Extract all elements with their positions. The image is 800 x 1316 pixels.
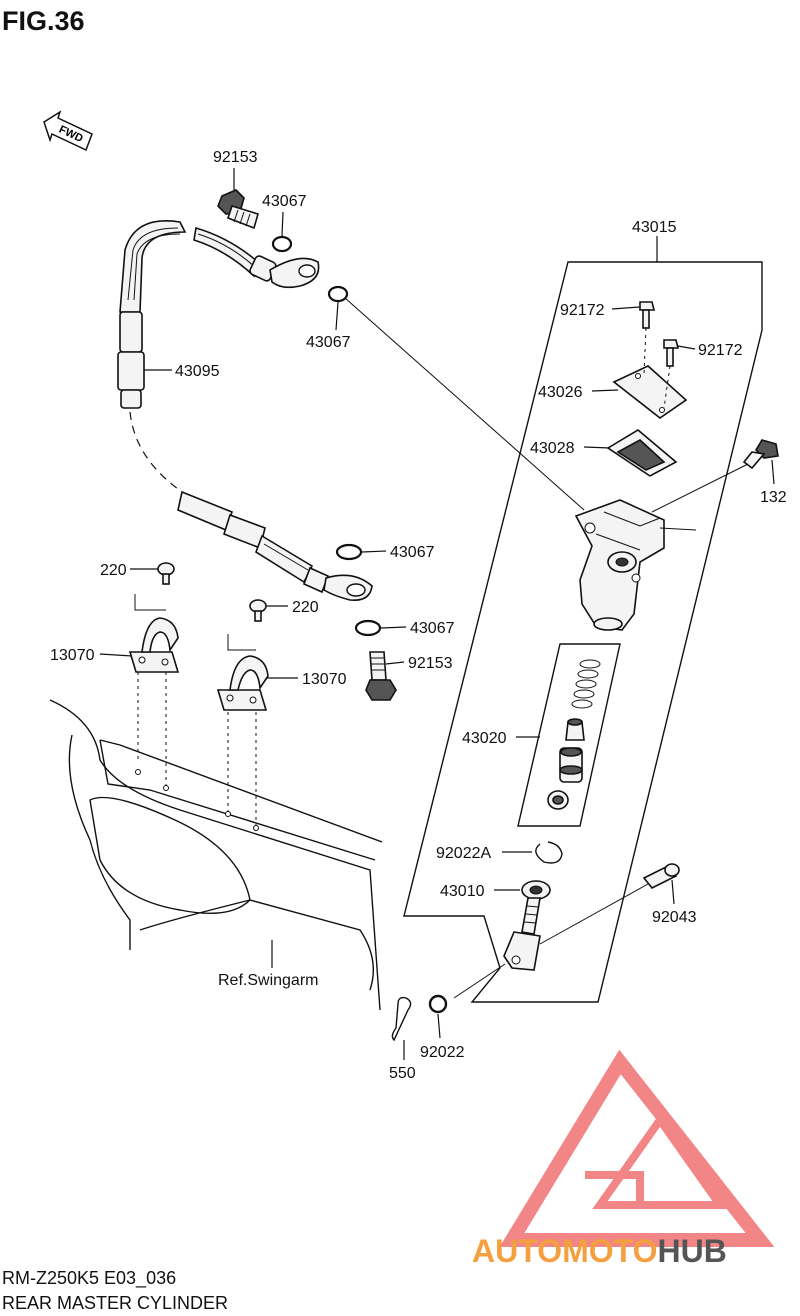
callout-43095: 43095 bbox=[175, 363, 220, 380]
watermark-text: AUTOMOTOHUB bbox=[472, 1233, 727, 1269]
screw-220-b bbox=[249, 599, 267, 622]
brake-hose bbox=[117, 220, 373, 602]
piston-spring bbox=[571, 659, 601, 709]
callout-92022A: 92022A bbox=[436, 845, 491, 862]
banjo-bolt-top bbox=[217, 189, 259, 230]
pin-92043 bbox=[642, 863, 680, 890]
washer-43067-a bbox=[271, 235, 293, 253]
callout-43020: 43020 bbox=[462, 730, 507, 747]
callout-43067-b: 43067 bbox=[306, 334, 351, 351]
callout-43067-c: 43067 bbox=[390, 544, 435, 561]
callout-550: 550 bbox=[389, 1065, 416, 1082]
assembly-outline-43015 bbox=[403, 261, 763, 1003]
callout-43015: 43015 bbox=[632, 219, 677, 236]
hose-clamp-a bbox=[128, 617, 180, 673]
washer-92022 bbox=[428, 994, 448, 1014]
ref-swingarm-label: Ref.Swingarm bbox=[218, 972, 318, 989]
push-rod bbox=[503, 880, 551, 971]
piston-cup bbox=[565, 718, 585, 741]
callout-220-a: 220 bbox=[100, 562, 127, 579]
reservoir-cap bbox=[612, 365, 688, 419]
piston bbox=[559, 747, 583, 783]
callout-92172-a: 92172 bbox=[560, 302, 605, 319]
washer-43067-c bbox=[335, 543, 363, 561]
washer-43067-b bbox=[327, 285, 349, 303]
watermark-logo bbox=[499, 1049, 775, 1247]
figure-title: FIG.36 bbox=[2, 6, 85, 36]
section-title: REAR MASTER CYLINDER bbox=[2, 1293, 228, 1313]
callout-220-b: 220 bbox=[292, 599, 319, 616]
hose-clamp-b bbox=[216, 655, 269, 711]
fwd-arrow-icon: FWD bbox=[43, 110, 93, 152]
callout-92043: 92043 bbox=[652, 909, 697, 926]
piston-kit-outline bbox=[517, 643, 621, 827]
callout-43028: 43028 bbox=[530, 440, 575, 457]
callout-43067-d: 43067 bbox=[410, 620, 455, 637]
callout-43067-a: 43067 bbox=[262, 193, 307, 210]
cotter-pin-550 bbox=[391, 996, 412, 1042]
callout-43010: 43010 bbox=[440, 883, 485, 900]
callout-13070-a: 13070 bbox=[50, 647, 95, 664]
master-cylinder-body bbox=[574, 499, 665, 631]
model-code: RM-Z250K5 E03_036 bbox=[2, 1268, 176, 1289]
swingarm-reference bbox=[49, 699, 383, 1011]
callout-132: 132 bbox=[760, 489, 787, 506]
washer-43067-d bbox=[354, 619, 382, 637]
banjo-bolt-bottom bbox=[365, 651, 397, 701]
screw-92172-a bbox=[639, 301, 656, 329]
circlip-92022A bbox=[535, 841, 563, 864]
piston-seal bbox=[547, 790, 569, 810]
callout-13070-b: 13070 bbox=[302, 671, 347, 688]
callout-92172-b: 92172 bbox=[698, 342, 743, 359]
screw-220-a bbox=[157, 562, 175, 585]
reservoir-diaphragm bbox=[606, 429, 678, 477]
callout-92022: 92022 bbox=[420, 1044, 465, 1061]
screw-92172-b bbox=[663, 339, 680, 367]
callout-92153-top: 92153 bbox=[213, 149, 258, 166]
callout-92153-bottom: 92153 bbox=[408, 655, 453, 672]
callout-43026: 43026 bbox=[538, 384, 583, 401]
bolt-132 bbox=[742, 439, 779, 470]
